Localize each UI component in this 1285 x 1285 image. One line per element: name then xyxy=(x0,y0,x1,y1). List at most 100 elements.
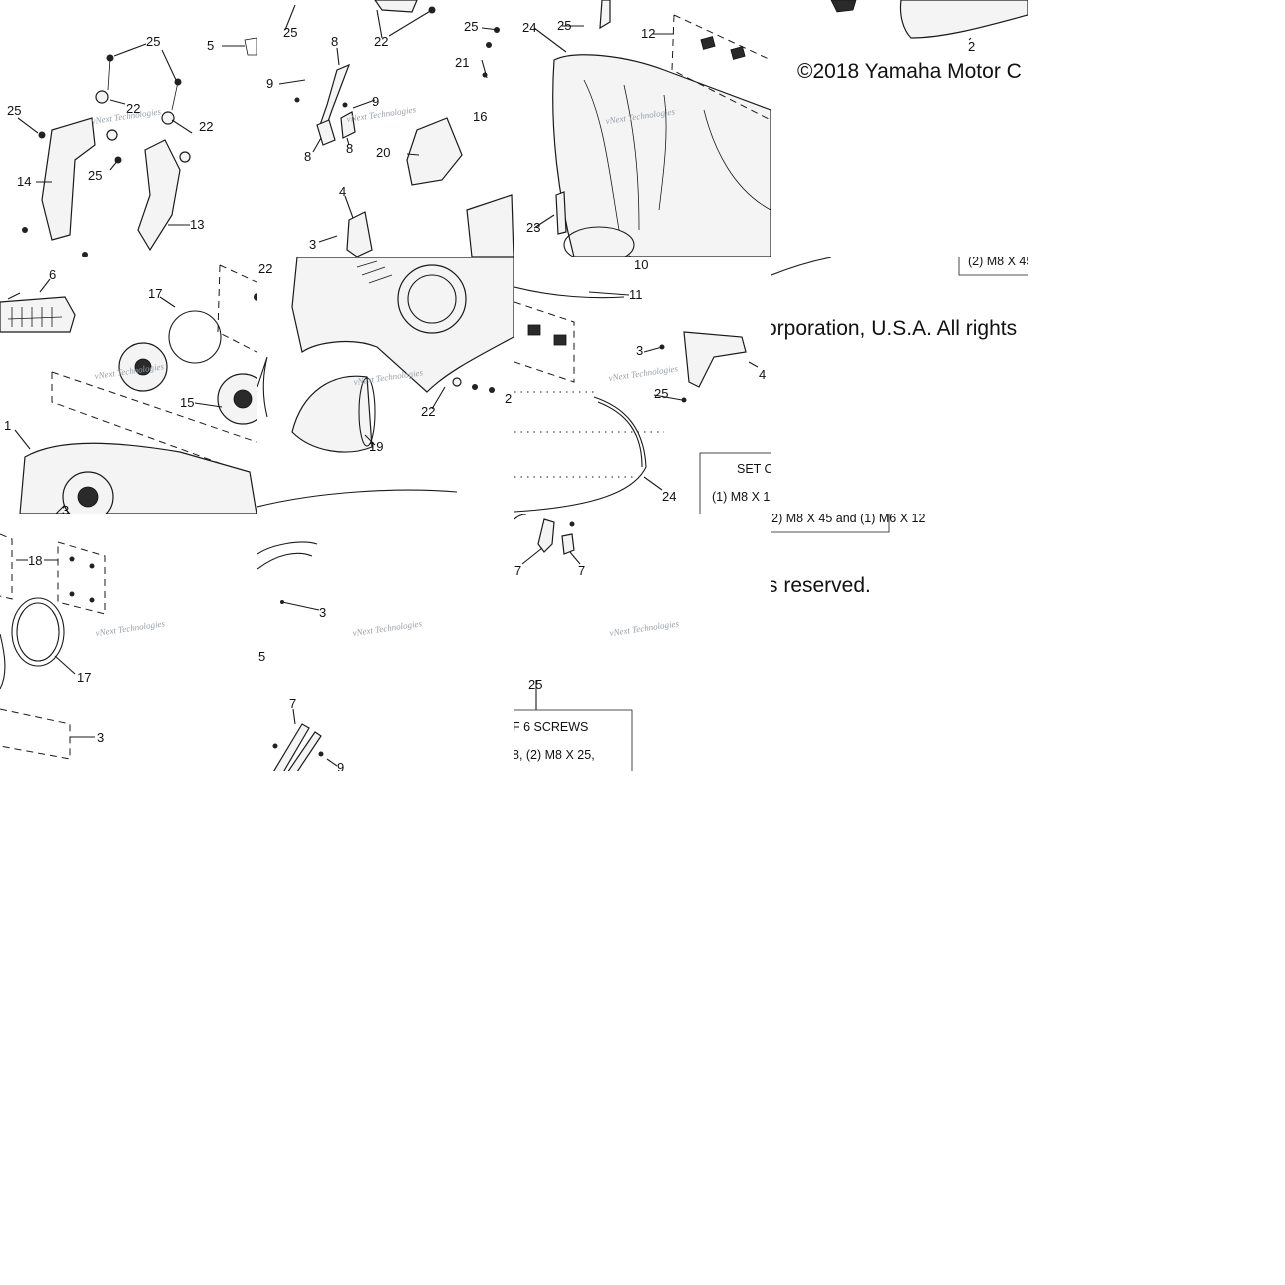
callout-label: 21 xyxy=(455,55,469,70)
callout-label: 3 xyxy=(319,605,326,620)
callout-label: 3 xyxy=(97,730,104,745)
diagram-tile-c2: 3 5 7 9 vNext Technologies xyxy=(257,514,514,771)
callout-label: 22 xyxy=(199,119,213,134)
callout-label: 22 xyxy=(126,101,140,116)
screw-set-title: SET C xyxy=(737,462,771,476)
callout-label: 20 xyxy=(376,145,390,160)
speaker-housing-part xyxy=(19,442,257,514)
diagram-tile-a1: 25 5 25 22 22 14 25 13 vNext Technologie… xyxy=(0,0,257,257)
lever-part xyxy=(537,518,555,553)
diagram-tile-c4: (2) M8 X 45 and (1) M6 X 12 s reserved. xyxy=(771,514,1028,771)
callout-label: 25 xyxy=(283,25,297,40)
lever-part xyxy=(273,723,310,771)
callout-label: 9 xyxy=(337,760,344,771)
screw-part xyxy=(22,227,28,233)
callout-label: 18 xyxy=(28,553,42,568)
callout-label: 2 xyxy=(968,39,975,54)
mounting-plate-part xyxy=(683,331,747,388)
callout-label: 25 xyxy=(7,103,21,118)
callout-label: 25 xyxy=(146,34,160,49)
callout-label: 3 xyxy=(62,503,69,514)
lever-part xyxy=(287,731,322,771)
screw-part xyxy=(82,252,88,257)
callout-label: 24 xyxy=(522,20,536,35)
callout-label: 7 xyxy=(578,563,585,578)
bushing-part xyxy=(95,90,109,104)
diagram-tile-c3: 7 7 9 25 F 6 SCREWS 8, (2) M8 X 25, vNex… xyxy=(514,514,771,771)
callout-label: 5 xyxy=(258,649,265,664)
callout-label: 3 xyxy=(309,237,316,252)
callout-label: 25 xyxy=(557,18,571,33)
connector-block-part xyxy=(0,296,76,333)
screw-set-line: 8, (2) M8 X 25, xyxy=(514,748,595,762)
diagram-tile-a3: 24 25 12 23 vNext Technologies xyxy=(514,0,771,257)
callout-label: 16 xyxy=(473,109,487,124)
screw-set-line: (2) M8 X 45 xyxy=(968,257,1028,268)
callout-label: 14 xyxy=(17,174,31,189)
screw-set-line: (1) M8 X 1 xyxy=(712,490,770,504)
callout-label: 17 xyxy=(77,670,91,685)
callout-label: 11 xyxy=(629,287,643,302)
callout-label: 4 xyxy=(339,184,346,199)
watermark: vNext Technologies xyxy=(352,618,423,638)
callout-label: 19 xyxy=(369,439,383,454)
bushing-part xyxy=(106,129,118,141)
ring-part xyxy=(168,310,222,364)
callout-label: 23 xyxy=(526,220,540,235)
callout-label: 5 xyxy=(207,38,214,53)
callout-label: 25 xyxy=(464,19,478,34)
callout-label: 25 xyxy=(654,386,668,401)
watermark: vNext Technologies xyxy=(353,367,424,387)
callout-label: 4 xyxy=(759,367,766,382)
diagram-tile-b4: (2) M8 X 45 orporation, U.S.A. All right… xyxy=(771,257,1028,514)
callout-label: 8 xyxy=(331,34,338,49)
bushing-part xyxy=(179,151,191,163)
callout-label: 2 xyxy=(505,391,512,406)
diagram-tile-a4: 2 ©2018 Yamaha Motor C xyxy=(771,0,1028,257)
watermark: vNext Technologies xyxy=(608,363,679,383)
screw-set-title: F 6 SCREWS xyxy=(514,720,588,734)
bushing-part xyxy=(161,111,175,125)
screw-set-line: (2) M8 X 45 and (1) M6 X 12 xyxy=(771,514,925,525)
callout-label: 7 xyxy=(514,563,521,578)
side-bracket-part xyxy=(41,117,96,241)
fairing-body-part xyxy=(552,54,771,257)
watermark: vNext Technologies xyxy=(95,618,166,638)
diagram-tile-c1: 18 17 3 vNext Technologies xyxy=(0,514,257,771)
callout-label: 1 xyxy=(4,418,11,433)
lever-part xyxy=(340,111,356,139)
callout-label: 12 xyxy=(641,26,655,41)
ring-part xyxy=(11,597,65,667)
callout-label: 22 xyxy=(421,404,435,419)
tweeter-cup-part xyxy=(291,375,373,453)
callout-label: 22 xyxy=(374,34,388,49)
callout-label: 25 xyxy=(88,168,102,183)
callout-label: 25 xyxy=(528,677,542,692)
callout-label: 22 xyxy=(258,261,272,276)
diagram-tile-b1: 6 17 15 1 3 vNext Technologies xyxy=(0,257,257,514)
callout-label: 17 xyxy=(148,286,162,301)
callout-label: 13 xyxy=(190,217,204,232)
watermark: vNext Technologies xyxy=(609,618,680,638)
callout-label: 24 xyxy=(662,489,676,504)
callout-label: 8 xyxy=(304,149,311,164)
rear-bracket-part xyxy=(137,139,181,252)
callout-label: 9 xyxy=(266,76,273,91)
callout-label: 10 xyxy=(634,257,648,272)
copyright-notice: s reserved. xyxy=(771,574,871,597)
callout-label: 6 xyxy=(49,267,56,282)
copyright-notice: ©2018 Yamaha Motor C xyxy=(797,60,1022,83)
diagram-tile-b2: 19 22 2 22 vNext Technologies xyxy=(257,257,514,514)
callout-label: 7 xyxy=(289,696,296,711)
callout-label: 3 xyxy=(636,343,643,358)
callout-label: 9 xyxy=(372,94,379,109)
seat-trim-part xyxy=(899,0,1028,39)
diagram-tile-a2: 25 22 8 9 9 8 8 20 25 21 16 4 3 vNext Te… xyxy=(257,0,514,257)
callout-label: 8 xyxy=(346,141,353,156)
diagram-tile-b3: 11 3 4 25 24 10 SET C (1) M8 X 1 vNext T… xyxy=(514,257,771,514)
cover-part xyxy=(406,117,463,186)
lever-part xyxy=(561,533,575,555)
callout-label: 15 xyxy=(180,395,194,410)
copyright-notice: orporation, U.S.A. All rights xyxy=(771,317,1017,340)
